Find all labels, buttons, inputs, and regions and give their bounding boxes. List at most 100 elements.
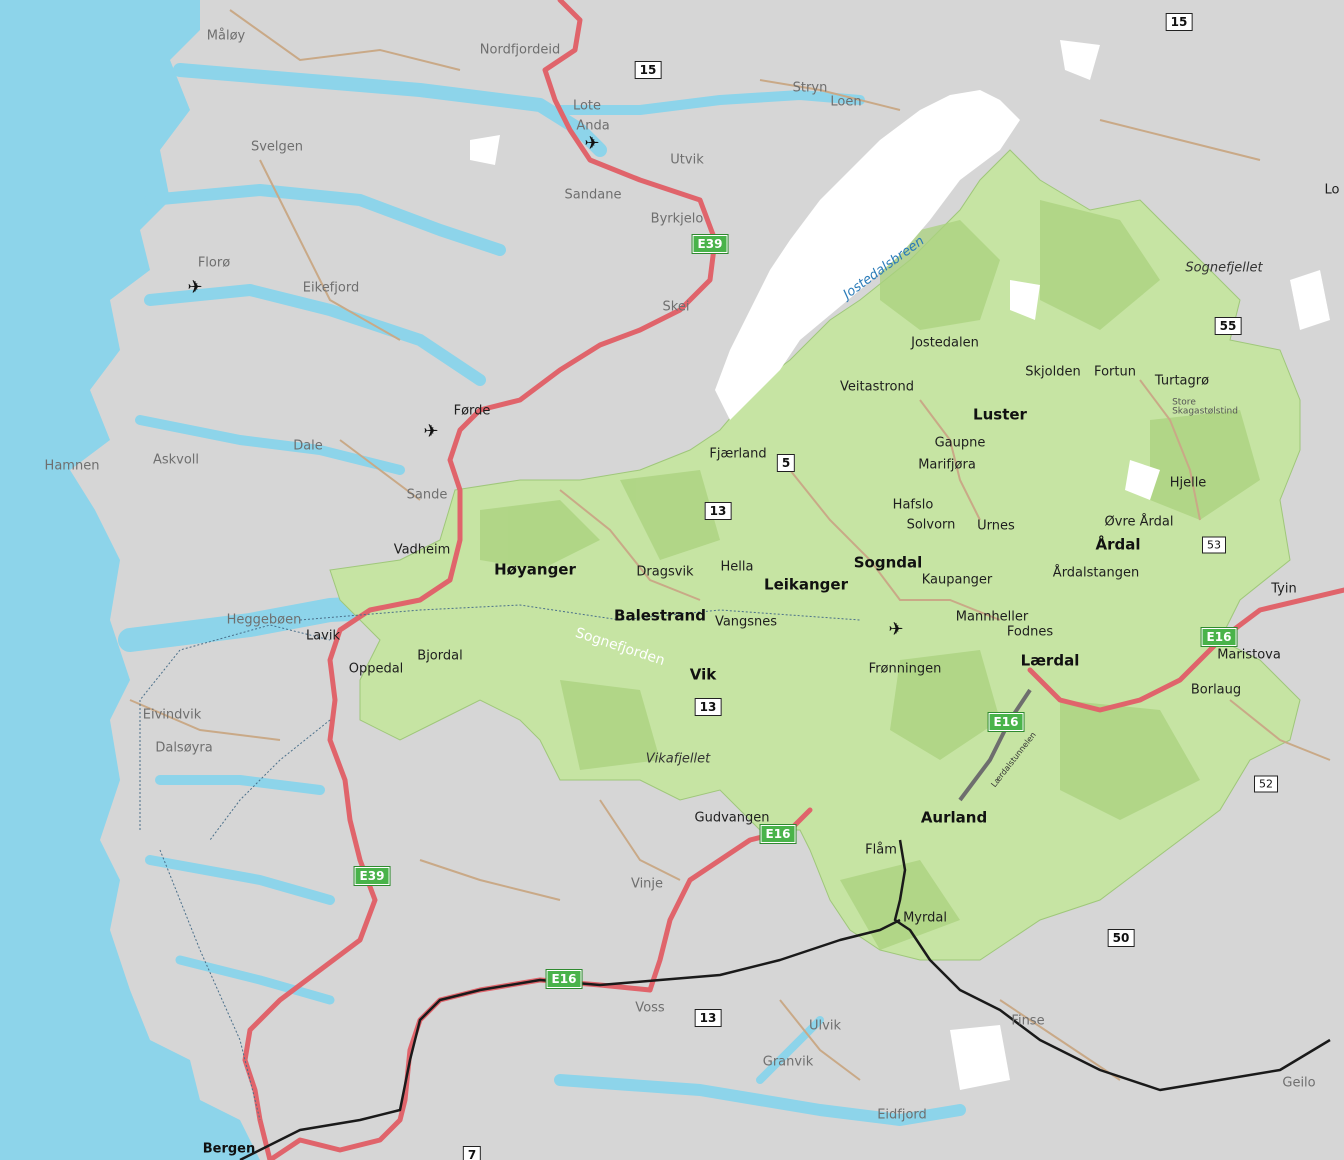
place-forde: Førde: [453, 403, 491, 419]
peak-store-skagastolstind: Store Skagastølstind: [1172, 397, 1238, 417]
place-loen: Loen: [830, 94, 862, 110]
road-shield-15-west: 15: [634, 61, 662, 79]
place-kaupanger: Kaupanger: [921, 572, 993, 588]
place-fronningen: Frønningen: [868, 661, 942, 677]
place-stryn: Stryn: [792, 80, 828, 96]
place-floro: Florø: [197, 255, 231, 271]
place-hamnen: Hamnen: [44, 458, 100, 474]
road-shield-52: 52: [1254, 775, 1278, 793]
place-mannheller: Mannheller: [955, 609, 1029, 625]
airport-icon-sandane[interactable]: ✈: [584, 133, 600, 154]
place-marifjora: Marifjøra: [918, 457, 976, 473]
place-eidfjord: Eidfjord: [877, 1107, 927, 1123]
place-vangsnes: Vangsnes: [714, 614, 778, 630]
place-finse: Finse: [1011, 1013, 1045, 1029]
place-nordfjordeid: Nordfjordeid: [479, 42, 561, 58]
road-shield-e39-south: E39: [353, 866, 391, 886]
place-sandane: Sandane: [564, 187, 622, 203]
municipality-laerdal: Lærdal: [1020, 651, 1080, 670]
place-vadheim: Vadheim: [393, 542, 451, 558]
minor-roads: [129, 9, 1331, 1081]
municipality-luster: Luster: [973, 405, 1027, 424]
municipality-vik: Vik: [689, 665, 717, 684]
road-shield-15-east: 15: [1165, 13, 1193, 31]
place-svelgen: Svelgen: [250, 139, 304, 155]
road-shield-7: 7: [462, 1146, 482, 1160]
municipality-aurland: Aurland: [920, 808, 988, 827]
place-bjordal: Bjordal: [417, 648, 463, 664]
road-shield-13-south: 13: [694, 1009, 722, 1027]
place-jostedalen: Jostedalen: [911, 335, 979, 351]
place-maloy: Måløy: [206, 28, 246, 44]
place-heggeboen: Heggebøen: [226, 612, 302, 628]
snow-patches: [470, 40, 1330, 1090]
road-shield-53: 53: [1202, 536, 1226, 554]
place-ardalstangen: Årdalstangen: [1052, 565, 1140, 581]
place-ovre-ardal: Øvre Årdal: [1104, 514, 1174, 530]
tunnel-line: [958, 688, 1032, 802]
municipality-leikanger: Leikanger: [764, 575, 848, 594]
road-shield-e16-voss: E16: [545, 969, 583, 989]
place-sande: Sande: [406, 487, 448, 503]
place-lavik: Lavik: [305, 628, 341, 644]
airport-icon-floro[interactable]: ✈: [187, 277, 203, 298]
municipality-ardal: Årdal: [1095, 535, 1141, 554]
place-byrkjelo: Byrkjelo: [650, 211, 704, 227]
place-askvoll: Askvoll: [152, 452, 200, 468]
airport-icon-sogndal[interactable]: ✈: [888, 619, 904, 640]
place-dragsvik: Dragsvik: [636, 564, 694, 580]
road-shield-e39-north: E39: [691, 234, 729, 254]
road-shield-e16-laerdal: E16: [987, 712, 1025, 732]
road-shield-13-vik: 13: [694, 698, 722, 716]
road-shield-55: 55: [1214, 317, 1242, 335]
municipality-sogndal: Sogndal: [853, 553, 923, 572]
ferry-routes: [139, 604, 861, 1121]
road-shield-50: 50: [1107, 929, 1135, 947]
place-dalsoyra: Dalsøyra: [155, 740, 213, 756]
municipality-hoyanger: Høyanger: [494, 560, 576, 579]
railway: [239, 839, 1331, 1160]
municipality-balestrand: Balestrand: [614, 606, 706, 625]
place-granvik: Granvik: [762, 1054, 814, 1070]
place-maristova: Maristova: [1217, 647, 1281, 663]
road-shield-13-north: 13: [704, 502, 732, 520]
mountain-sognefjellet: Sognefjellet: [1185, 260, 1263, 276]
place-solvorn: Solvorn: [906, 517, 956, 533]
place-anda: Anda: [576, 118, 610, 134]
place-fortun: Fortun: [1094, 364, 1136, 380]
place-hella: Hella: [720, 559, 754, 575]
glacier: [715, 90, 1020, 420]
road-shield-5: 5: [776, 454, 796, 472]
place-ulvik: Ulvik: [809, 1018, 841, 1034]
place-skei: Skei: [662, 299, 690, 315]
place-veitastrond: Veitastrond: [840, 379, 914, 395]
airport-icon-forde[interactable]: ✈: [423, 421, 439, 442]
place-flam: Flåm: [865, 842, 897, 858]
place-gudvangen: Gudvangen: [694, 810, 770, 826]
place-hjelle: Hjelle: [1169, 475, 1207, 491]
place-vinje: Vinje: [630, 876, 664, 892]
road-shield-e16-gudvangen: E16: [759, 824, 797, 844]
place-utvik: Utvik: [670, 152, 704, 168]
place-dale: Dale: [293, 438, 323, 454]
place-skjolden: Skjolden: [1025, 364, 1081, 380]
place-eikefjord: Eikefjord: [302, 280, 360, 296]
place-lo-edge: Lo: [1324, 182, 1340, 198]
sogn-region: [329, 149, 1301, 961]
place-fodnes: Fodnes: [1006, 624, 1054, 640]
place-voss: Voss: [635, 1000, 665, 1016]
place-tyin: Tyin: [1271, 581, 1297, 597]
mountain-vikafjellet: Vikafjellet: [645, 751, 711, 767]
place-gaupne: Gaupne: [934, 435, 986, 451]
place-turtagro: Turtagrø: [1154, 373, 1210, 389]
place-fjaerland: Fjærland: [709, 446, 767, 462]
place-urnes: Urnes: [977, 518, 1015, 534]
road-shield-e16-tyin: E16: [1200, 627, 1238, 647]
place-borlaug: Borlaug: [1190, 682, 1242, 698]
place-myrdal: Myrdal: [903, 910, 947, 926]
place-bergen: Bergen: [202, 1141, 256, 1157]
place-oppedal: Oppedal: [348, 661, 404, 677]
place-hafslo: Hafslo: [892, 497, 934, 513]
